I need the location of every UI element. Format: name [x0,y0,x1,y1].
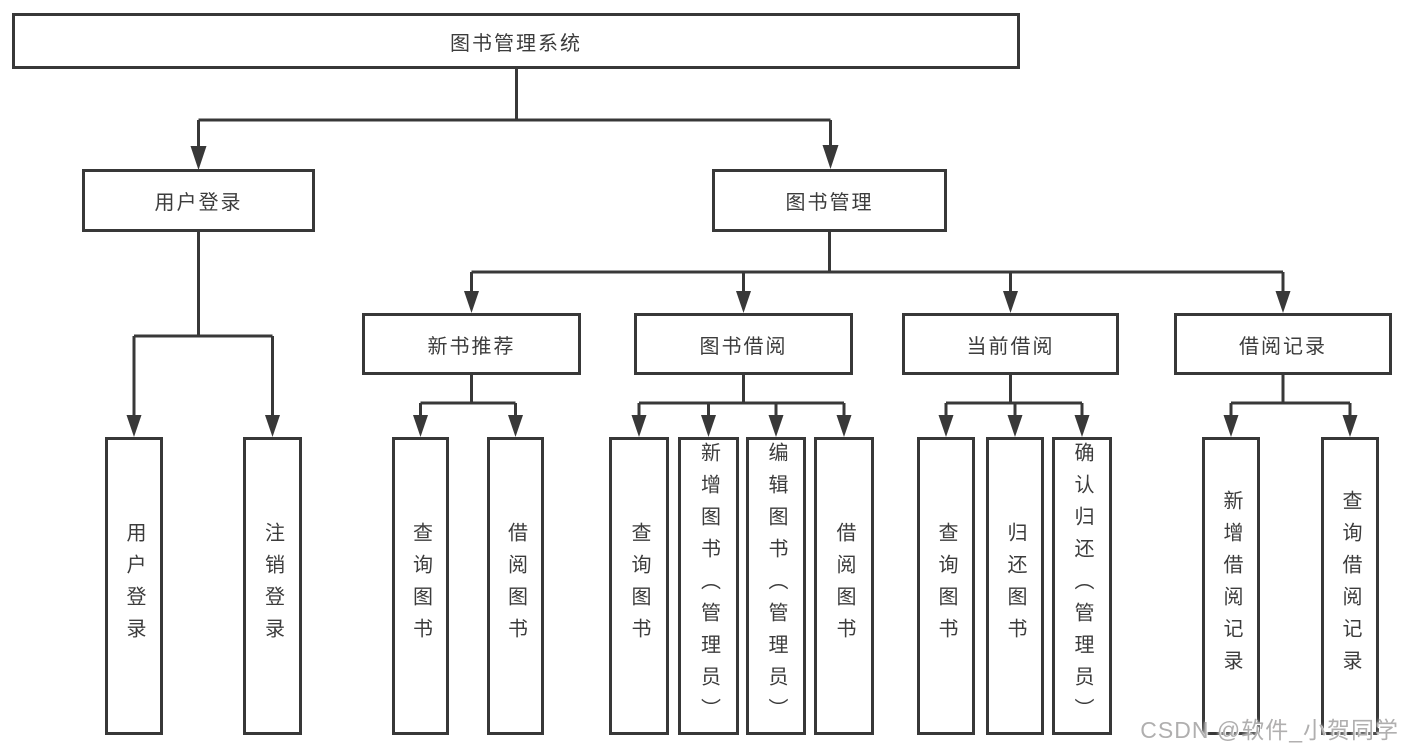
edge-borrow-to-leaves [637,375,846,417]
node-library-system: 图书管理系统 [12,13,1020,69]
leaf-user-login-label: 用户登录 [123,522,145,650]
leaf-query-books-current: 查询图书 [917,437,975,735]
csdn-watermark: CSDN @软件_小贺同学 [1140,717,1399,743]
leaf-add-borrow-record-label: 新增借阅记录 [1220,490,1242,682]
edge-records-to-leaves [1229,375,1352,417]
leaf-query-borrow-record: 查询借阅记录 [1321,437,1379,735]
leaf-user-login: 用户登录 [105,437,163,735]
leaf-query-books-borrow-label: 查询图书 [628,522,650,650]
leaf-query-books-current-label: 查询图书 [935,522,957,650]
leaf-query-books-borrow: 查询图书 [609,437,669,735]
node-new-book-recommend-label: 新书推荐 [427,335,516,358]
arrowhead [1003,291,1018,313]
arrowheads [126,145,1358,437]
leaf-borrow-books-recommend: 借阅图书 [487,437,544,735]
arrowhead [1223,415,1239,437]
edge-newrec-to-leaves [419,375,517,417]
node-user-login-label: 用户登录 [154,192,243,214]
leaf-return-book: 归还图书 [986,437,1044,735]
arrowhead [736,291,751,313]
edge-bookmgmt-to-level3 [470,232,1285,294]
leaf-borrow-books-recommend-label: 借阅图书 [504,522,527,650]
leaf-borrow-books: 借阅图书 [814,437,874,735]
arrowhead [1342,415,1358,437]
leaf-add-book-admin-label: 新增图书（管理员） [697,442,720,730]
leaf-logout-label: 注销登录 [261,522,284,650]
arrowhead [701,415,716,437]
leaf-add-book-admin: 新增图书（管理员） [678,437,739,735]
arrowhead [1074,415,1090,437]
arrowhead [1275,291,1291,313]
arrowhead [768,415,784,437]
leaf-query-books-recommend: 查询图书 [392,437,449,735]
node-book-management: 图书管理 [712,169,947,232]
node-current-borrow-label: 当前借阅 [966,335,1055,358]
arrowhead [464,291,479,313]
node-new-book-recommend: 新书推荐 [362,313,581,375]
arrowhead [508,415,523,437]
leaf-add-borrow-record: 新增借阅记录 [1202,437,1260,735]
node-book-borrow: 图书借阅 [634,313,853,375]
edge-userlogin-to-leaves [132,232,274,417]
node-user-login: 用户登录 [82,169,315,232]
node-library-system-label: 图书管理系统 [450,32,582,55]
leaf-confirm-return-admin: 确认归还（管理员） [1052,437,1112,735]
edge-current-to-leaves [944,375,1084,417]
arrowhead [822,145,839,169]
node-book-borrow-label: 图书借阅 [699,335,788,358]
arrowhead [126,415,142,437]
arrowhead [413,415,428,437]
node-book-management-label: 图书管理 [785,192,874,214]
leaf-query-books-recommend-label: 查询图书 [409,522,432,650]
arrowhead [190,146,207,170]
node-borrow-records: 借阅记录 [1174,313,1392,375]
leaf-query-borrow-record-label: 查询借阅记录 [1339,490,1361,682]
arrowhead [836,415,852,437]
edge-root-to-level2 [197,69,832,148]
arrowhead [1007,415,1023,437]
leaf-confirm-return-admin-label: 确认归还（管理员） [1071,442,1093,730]
leaf-edit-book-admin: 编辑图书（管理员） [746,437,806,735]
node-current-borrow: 当前借阅 [902,313,1119,375]
arrowhead [631,415,647,437]
connector-line-group [132,69,1352,417]
arrowhead [265,415,280,437]
leaf-edit-book-admin-label: 编辑图书（管理员） [765,442,787,730]
arrowhead [938,415,954,437]
leaf-borrow-books-label: 借阅图书 [833,522,855,650]
leaf-logout: 注销登录 [243,437,302,735]
node-borrow-records-label: 借阅记录 [1239,335,1327,358]
leaf-return-book-label: 归还图书 [1004,522,1026,650]
